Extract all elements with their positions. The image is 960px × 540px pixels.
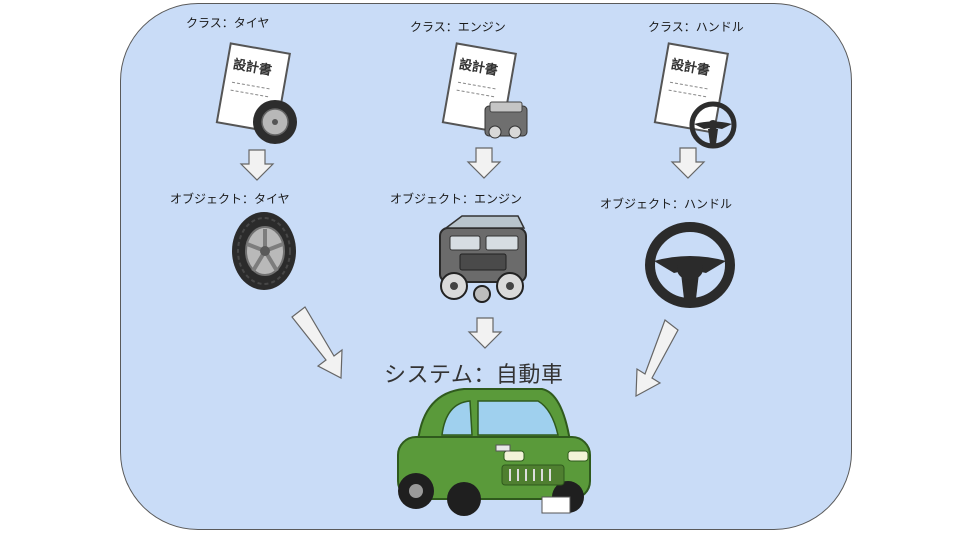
steering-wheel-object xyxy=(645,222,735,308)
car-system xyxy=(397,388,591,516)
diagonal-arrow-icon xyxy=(635,319,679,398)
down-arrow-icon xyxy=(467,317,503,349)
engine-object xyxy=(439,215,527,303)
doc-title-text: 設計書 xyxy=(670,56,711,79)
design-document-engine: 設計書 xyxy=(441,42,528,139)
class-label-handle: クラス：ハンドル xyxy=(648,20,744,34)
system-label: システム：自動車 xyxy=(384,363,564,388)
doc-title-text: 設計書 xyxy=(458,56,499,79)
diagonal-arrow-icon xyxy=(291,306,343,379)
object-label-handle: オブジェクト：ハンドル xyxy=(600,197,733,211)
object-label-engine: オブジェクト：エンジン xyxy=(390,192,523,206)
design-document-icon: 設計書 xyxy=(653,42,729,134)
engine-icon xyxy=(484,101,528,139)
tire-icon xyxy=(253,100,297,144)
down-arrow-icon xyxy=(670,147,706,179)
design-document-handle: 設計書 xyxy=(653,42,737,149)
engine-icon xyxy=(439,215,527,303)
object-label-tire: オブジェクト：タイヤ xyxy=(170,192,290,206)
class-label-engine: クラス：エンジン xyxy=(410,20,506,34)
design-document-tire: 設計書 xyxy=(215,42,297,144)
tire-object xyxy=(232,212,296,290)
down-arrow-icon xyxy=(466,147,502,179)
steering-wheel-icon xyxy=(645,222,735,308)
car-icon xyxy=(397,388,591,516)
doc-title-text: 設計書 xyxy=(232,56,273,79)
steering-wheel-icon xyxy=(689,101,737,149)
tire-icon xyxy=(232,212,296,290)
class-label-tire: クラス：タイヤ xyxy=(186,16,270,30)
down-arrow-icon xyxy=(239,149,275,181)
